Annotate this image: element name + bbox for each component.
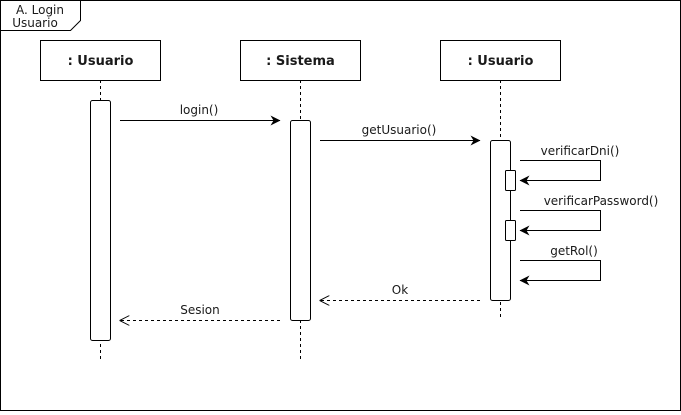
participant-label: : Sistema <box>266 54 335 69</box>
message-sesion-label: Sesion <box>180 303 220 317</box>
activation-nested-2 <box>505 220 516 241</box>
message-login-label: login() <box>180 103 219 117</box>
message-getusuario-label: getUsuario() <box>362 123 437 137</box>
participant-usuario-1: : Usuario <box>40 40 161 81</box>
frame-label-tab <box>0 0 81 31</box>
participant-usuario-2: : Usuario <box>440 40 561 81</box>
participant-sistema: : Sistema <box>240 40 361 81</box>
activation-p2 <box>290 120 311 321</box>
message-verificarpassword-arrow <box>519 210 601 236</box>
participant-label: : Usuario <box>68 54 134 69</box>
activation-nested-1 <box>505 170 516 191</box>
message-getrol-arrow <box>519 260 601 286</box>
frame-label-line1: A. Login <box>16 3 64 17</box>
activation-p1 <box>90 100 111 341</box>
frame-label-line2: Usuario <box>12 16 58 30</box>
participant-label: : Usuario <box>468 54 534 69</box>
message-verificardni-label: verificarDni() <box>541 144 620 158</box>
message-verificardni-arrow <box>519 160 601 186</box>
message-getrol-label: getRol() <box>550 244 598 258</box>
message-ok-label: Ok <box>392 283 408 297</box>
message-verificarpassword-label: verificarPassword() <box>544 194 659 208</box>
